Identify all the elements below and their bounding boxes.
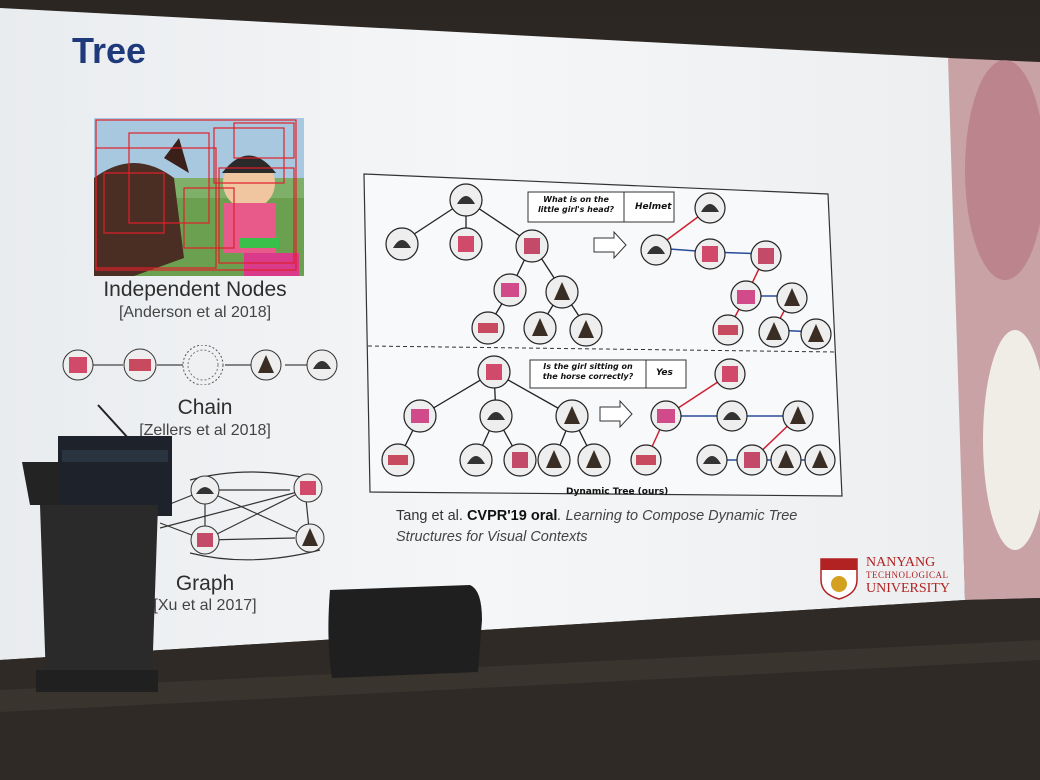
podium-body	[40, 505, 158, 680]
chain-label: Chain	[177, 396, 233, 419]
logo-line1: NANYANG	[866, 555, 936, 570]
question-2-line2: the horse correctly?	[542, 372, 634, 381]
microphone	[97, 404, 129, 439]
chain-node-dashed	[182, 345, 224, 385]
answer-2: Yes	[656, 368, 673, 378]
independent-nodes-label: Independent Nodes	[103, 278, 287, 301]
reference-authors: Tang et al.	[396, 508, 463, 524]
question-2-line1: Is the girl sitting on	[543, 362, 633, 371]
independent-nodes-citation: [Anderson et al 2018]	[118, 304, 272, 321]
ntu-logo-text: NANYANG TECHNOLOGICAL UNIVERSITY	[866, 555, 950, 596]
transform-arrow-2	[599, 399, 633, 429]
ntu-crest-icon	[820, 558, 858, 600]
podium-top	[58, 436, 172, 516]
figure-divider	[367, 345, 837, 353]
reference-title-1: . Learning to Compose Dynamic Tree	[557, 508, 798, 524]
reference-venue: CVPR'19 oral	[466, 508, 558, 524]
question-box-2	[529, 359, 687, 389]
stage-floor	[0, 598, 1040, 780]
graph-citation: [Xu et al 2017]	[153, 597, 257, 614]
paper-reference: Tang et al. CVPR'19 oral. Learning to Co…	[396, 506, 797, 548]
question-1-line1: What is on the	[543, 195, 609, 204]
transform-arrow-1	[593, 230, 627, 260]
answer-1: Helmet	[635, 202, 672, 212]
stage-speaker	[328, 585, 482, 678]
graph-label: Graph	[175, 572, 235, 595]
independent-nodes-image	[94, 118, 304, 276]
slide-title: Tree	[72, 30, 147, 71]
logo-line2: TECHNOLOGICAL	[866, 570, 949, 580]
dynamic-tree-caption: Dynamic Tree (ours)	[566, 487, 669, 497]
chain-diagram	[62, 345, 338, 385]
logo-line3: UNIVERSITY	[866, 581, 950, 596]
reference-title-2: Structures for Visual Contexts	[396, 529, 588, 545]
graph-diagram	[159, 471, 325, 561]
question-1-line2: little girl's head?	[537, 205, 615, 214]
question-box-1	[527, 191, 675, 223]
dynamic-tree-figure	[363, 173, 843, 497]
chain-citation: [Zellers et al 2018]	[139, 422, 271, 439]
